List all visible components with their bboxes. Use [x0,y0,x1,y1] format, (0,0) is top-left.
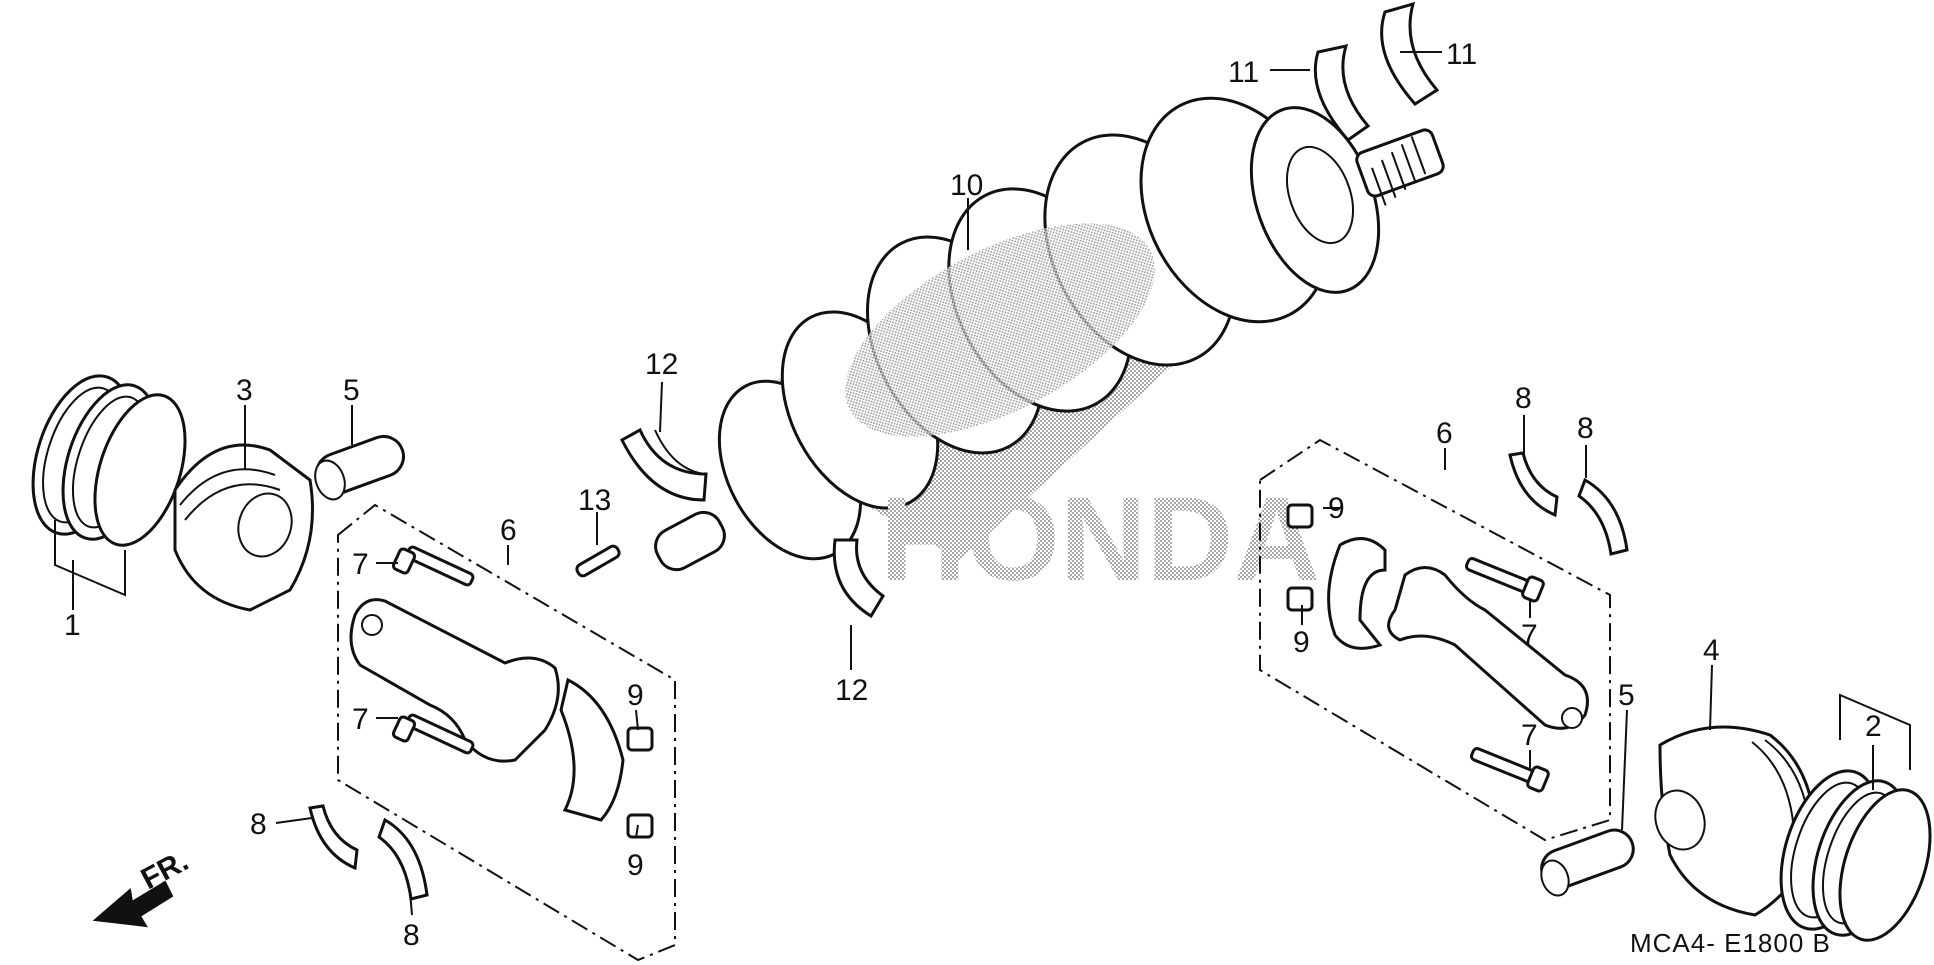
conrod-bolt-lower-right [1470,747,1550,793]
callout-9-c: 9 [1328,492,1345,525]
callout-13: 13 [578,484,611,517]
callout-8-a: 8 [250,808,267,841]
conrod-nut-lower-right [1286,586,1314,612]
conrod-bolt-lower-left [391,713,475,755]
callout-5-left: 5 [343,374,360,407]
conrod-bolt-upper-right [1465,557,1545,603]
thrust-washer-right [1380,1,1440,106]
callout-8-b: 8 [403,919,420,952]
callout-12-lower: 12 [835,674,868,707]
leader-lines [72,51,1874,916]
crankshaft [654,96,1445,572]
callout-11-left: 11 [1228,56,1259,89]
thrust-washer-left [1313,44,1371,143]
callout-2: 2 [1865,710,1882,743]
callout-9-d: 9 [1293,626,1310,659]
conrod-right [1387,566,1589,730]
callout-10: 10 [950,169,983,202]
conrod-nut-upper-left [626,726,654,752]
callout-11-right: 11 [1446,38,1477,71]
callout-1: 1 [64,609,81,642]
diagram-code: MCA4- E1800 B [1630,928,1831,958]
dowel-pin [575,544,621,578]
callout-7-a: 7 [352,548,369,581]
conrod-bolt-upper-left [391,545,475,587]
conrod-bearing-lower-right [1577,477,1629,556]
callout-3: 3 [236,374,253,407]
conrod-bearing-upper-left [308,804,359,871]
piston-ring-set-right [1779,693,1932,942]
conrod-bearing-lower-left [377,817,429,901]
piston-pin-left [314,434,405,501]
callout-9-b: 9 [627,849,644,882]
callout-8-d: 8 [1577,412,1594,445]
callout-labels: 1 2 3 4 5 5 6 6 7 7 7 7 8 8 8 8 9 9 9 9 … [64,38,1882,952]
conrod-cap-right [1327,537,1387,650]
callout-9-a: 9 [627,679,644,712]
callout-5-right: 5 [1618,679,1635,712]
conrod-group-frame-left [337,503,676,962]
callout-4: 4 [1703,634,1720,667]
watermark-honda: HONDA [880,472,1320,606]
piston-left [173,443,314,612]
front-label: FR. [136,844,194,896]
callout-7-d: 7 [1521,719,1538,752]
callout-6-left: 6 [500,514,517,547]
piston-ring-set-left [31,374,187,597]
conrod-cap-left [559,677,625,822]
callout-8-c: 8 [1515,382,1532,415]
conrod-group-frame-right [1259,438,1611,842]
conrod-bearing-upper-right [1508,451,1559,518]
front-direction-arrow: FR. [92,844,194,928]
callout-7-b: 7 [352,703,369,736]
conrod-nut-upper-right [1286,503,1314,529]
callout-12-upper: 12 [645,348,678,381]
main-bearing-lower [832,538,885,619]
conrod-left [349,598,560,763]
callout-6-right: 6 [1436,417,1453,450]
conrod-nut-lower-left [626,813,654,839]
piston-pin-right [1540,828,1635,897]
main-bearing-upper [620,427,708,502]
callout-7-c: 7 [1521,619,1538,652]
